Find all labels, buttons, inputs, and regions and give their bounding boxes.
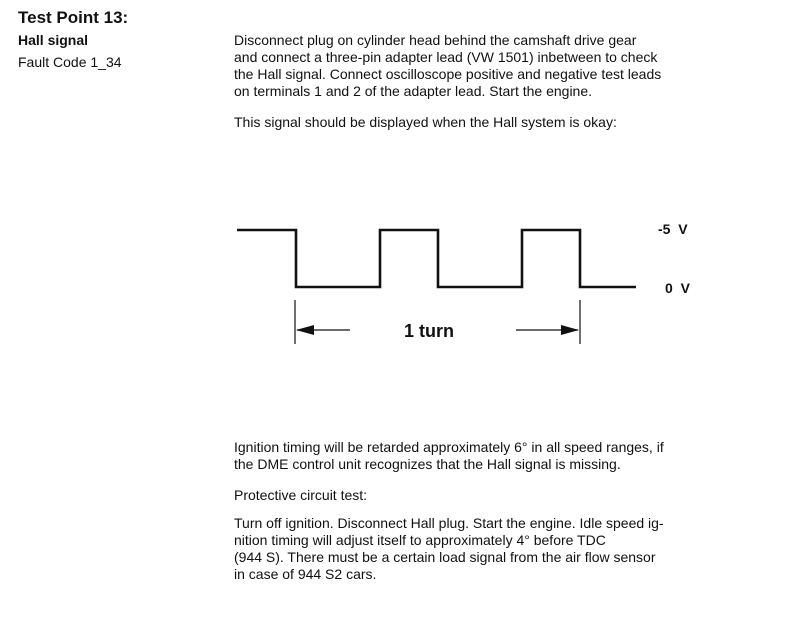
ignition-note-line: the DME control unit recognizes that the…: [234, 456, 621, 472]
protective-circuit-text: Turn off ignition. Disconnect Hall plug.…: [234, 515, 724, 583]
instructions-line: on terminals 1 and 2 of the adapter lead…: [234, 83, 593, 99]
low-voltage-label: 0 V: [665, 280, 691, 296]
instructions-line: and connect a three-pin adapter lead (VW…: [234, 49, 658, 65]
protective-text-line: (944 S). There must be a certain load si…: [234, 549, 656, 565]
arrowhead-right: [561, 325, 579, 335]
instructions-paragraph: Disconnect plug on cylinder head behind …: [234, 32, 734, 100]
square-wave-trace: [237, 228, 636, 289]
protective-text-line: in case of 944 S2 cars.: [234, 566, 377, 582]
instructions-line: Disconnect plug on cylinder head behind …: [234, 32, 637, 48]
high-voltage-label: -5 V: [658, 221, 688, 237]
test-subject: Hall signal: [18, 32, 89, 48]
test-point-title: Test Point 13:: [18, 8, 129, 27]
signal-note: This signal should be displayed when the…: [234, 114, 617, 130]
fault-code: Fault Code 1_34: [18, 54, 122, 70]
arrowhead-left: [296, 325, 314, 335]
instructions-line: the Hall signal. Connect oscilloscope po…: [234, 66, 662, 82]
protective-text-line: nition timing will adjust itself to appr…: [234, 532, 606, 548]
ignition-note-line: Ignition timing will be retarded approxi…: [234, 439, 664, 455]
protective-circuit-heading: Protective circuit test:: [234, 487, 368, 503]
protective-text-line: Turn off ignition. Disconnect Hall plug.…: [234, 515, 664, 531]
one-turn-label: 1 turn: [404, 321, 454, 341]
ignition-note: Ignition timing will be retarded approxi…: [234, 439, 724, 473]
